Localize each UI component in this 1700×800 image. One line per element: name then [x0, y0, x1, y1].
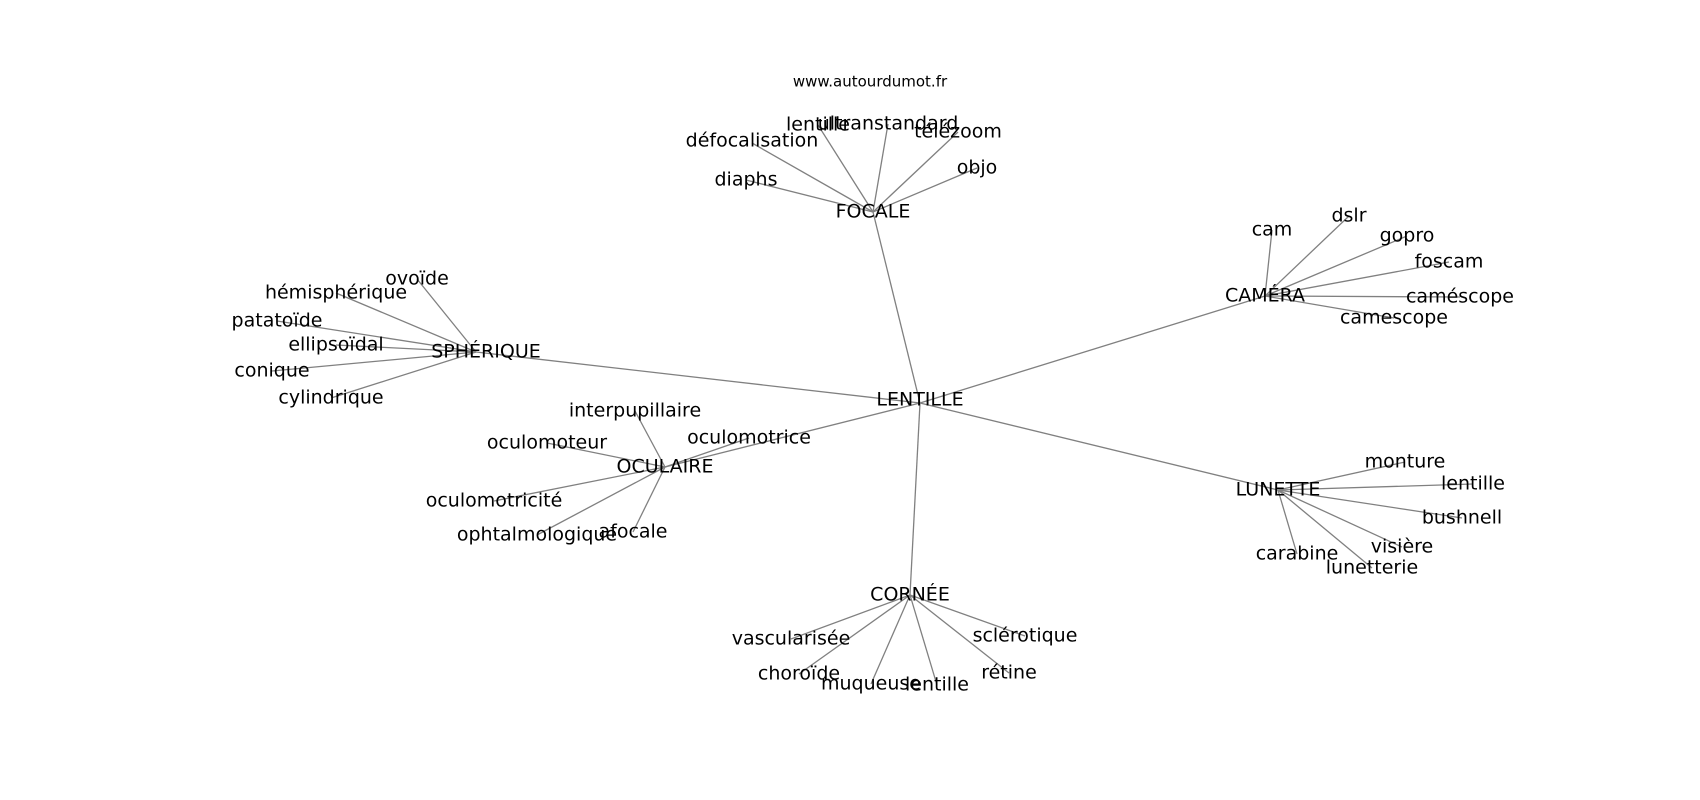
- edge-focale-word-2: [872, 123, 889, 213]
- edge-cornee-word-1: [909, 594, 1026, 637]
- edge-cornee-word-2: [798, 594, 911, 675]
- edge-center-camera: [919, 295, 1266, 404]
- edge-focale-word-5: [872, 167, 978, 213]
- edge-camera-word-3: [1264, 261, 1450, 297]
- word-node-focale: lentille: [786, 114, 850, 136]
- word-node-lunette: bushnell: [1422, 507, 1502, 529]
- graph-edges: [271, 123, 1474, 686]
- word-node-cornee: lentille: [905, 674, 969, 696]
- edge-lunette-word-4: [1277, 489, 1298, 555]
- edge-camera-word-4: [1264, 295, 1461, 298]
- word-node-oculaire: afocale: [598, 521, 667, 543]
- word-node-lunette: carabine: [1256, 543, 1339, 565]
- edge-oculaire-word-2: [664, 437, 750, 468]
- word-node-oculaire: oculomoteur: [487, 432, 607, 454]
- edge-oculaire-word-3: [493, 466, 666, 502]
- edge-focale-word-1: [817, 124, 874, 213]
- word-node-focale: défocalisation: [686, 130, 819, 152]
- edge-cornee-word-0: [790, 594, 911, 640]
- word-node-camera: cam: [1252, 219, 1293, 241]
- word-node-cornee: rétine: [981, 662, 1037, 684]
- graph-labels: www.autourdumot.fr LENTILLE FOCALE défocal…: [232, 73, 1514, 696]
- edge-lunette-word-5: [1277, 489, 1373, 569]
- edge-spherique-word-2: [276, 320, 477, 353]
- word-node-cornee: muqueuse: [821, 673, 921, 695]
- edge-oculaire-word-4: [536, 466, 666, 536]
- word-node-spherique: ellipsoïdal: [288, 334, 383, 356]
- edge-spherique-word-1: [335, 292, 477, 353]
- word-node-oculaire: interpupillaire: [569, 400, 701, 422]
- word-node-lunette: lunetterie: [1326, 557, 1418, 579]
- word-node-oculaire: ophtalmologique: [457, 524, 617, 546]
- edge-lunette-word-1: [1277, 483, 1474, 491]
- word-node-camera: caméscope: [1406, 286, 1514, 308]
- hub-node-cornee: CORNÉE: [870, 583, 950, 606]
- word-node-spherique: hémisphérique: [265, 282, 407, 304]
- edge-focale-word-3: [872, 131, 959, 213]
- edge-oculaire-word-1: [546, 442, 666, 468]
- hub-node-camera: CAMÉRA: [1225, 284, 1305, 307]
- word-node-oculaire: oculomotricité: [426, 490, 563, 512]
- edge-focale-word-4: [745, 179, 874, 213]
- word-node-cornee: vascularisée: [732, 628, 851, 650]
- word-node-oculaire: oculomotrice: [687, 427, 811, 449]
- edge-center-oculaire: [664, 402, 921, 468]
- word-node-camera: camescope: [1340, 307, 1448, 329]
- source-watermark: www.autourdumot.fr: [793, 73, 948, 91]
- hub-node-focale: FOCALE: [836, 201, 911, 223]
- edge-lunette-word-0: [1277, 461, 1406, 491]
- word-node-focale: diaphs: [715, 169, 778, 191]
- word-node-focale: ultranstandard: [818, 113, 959, 135]
- word-node-cornee: sclérotique: [973, 625, 1078, 647]
- edge-center-lunette: [919, 402, 1279, 491]
- word-node-lunette: visière: [1371, 536, 1433, 558]
- edge-oculaire-word-5: [632, 466, 666, 533]
- edge-cornee-word-3: [909, 594, 1010, 674]
- edge-lunette-word-2: [1277, 489, 1463, 519]
- word-node-cornee: choroïde: [758, 663, 840, 685]
- edge-camera-word-2: [1264, 235, 1408, 297]
- word-node-lunette: monture: [1365, 451, 1446, 473]
- edge-spherique-word-0: [416, 278, 477, 353]
- edge-center-spherique: [475, 351, 921, 404]
- edge-focale-word-0: [751, 142, 874, 213]
- edge-camera-word-0: [1264, 229, 1273, 297]
- edge-cornee-word-5: [909, 594, 938, 686]
- edge-center-focale: [872, 211, 921, 404]
- word-node-spherique: ovoïde: [385, 268, 449, 290]
- word-node-spherique: patatoïde: [232, 310, 323, 332]
- word-node-focale: objo: [957, 157, 998, 179]
- word-node-camera: gopro: [1380, 225, 1435, 247]
- edge-cornee-word-4: [870, 594, 911, 685]
- word-node-spherique: conique: [234, 360, 309, 382]
- word-node-lunette: lentille: [1441, 473, 1505, 495]
- hub-node-lunette: LUNETTE: [1236, 479, 1321, 501]
- edge-spherique-word-3: [335, 344, 477, 353]
- edge-spherique-word-5: [330, 351, 477, 399]
- edge-center-cornee: [909, 402, 921, 596]
- hub-node-spherique: SPHÉRIQUE: [431, 340, 540, 363]
- hub-node-oculaire: OCULAIRE: [617, 456, 714, 478]
- edge-spherique-word-4: [271, 351, 477, 372]
- word-node-spherique: cylindrique: [278, 387, 383, 409]
- word-node-camera: dslr: [1331, 205, 1366, 227]
- edge-camera-word-1: [1264, 215, 1350, 297]
- center-node-label: LENTILLE: [876, 389, 963, 411]
- word-node-focale: télézoom: [914, 121, 1002, 143]
- word-node-camera: foscam: [1415, 251, 1484, 273]
- edge-oculaire-word-0: [634, 410, 666, 468]
- edge-lunette-word-3: [1277, 489, 1403, 548]
- edge-camera-word-5: [1264, 295, 1395, 319]
